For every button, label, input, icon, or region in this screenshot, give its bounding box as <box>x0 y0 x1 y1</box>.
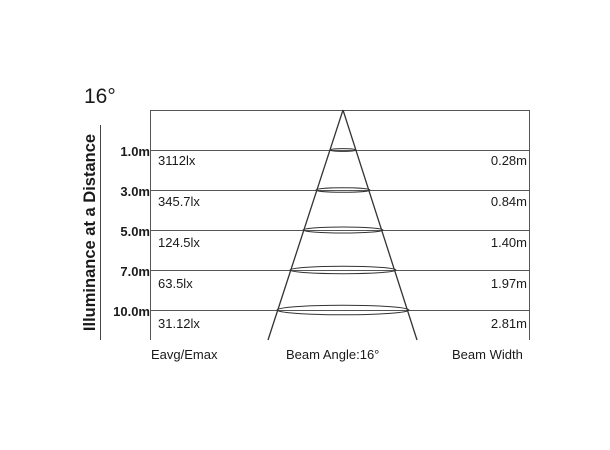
distance-label-3m: 3.0m <box>120 184 150 199</box>
footer-eavg-emax: Eavg/Emax <box>151 347 218 362</box>
row-divider-7m <box>150 270 530 271</box>
beam-cone <box>267 109 418 341</box>
row-divider-5m <box>150 230 530 231</box>
distance-label-1m: 1.0m <box>120 144 150 159</box>
beam-width-value-1m: 0.28m <box>490 153 527 168</box>
illuminance-chart <box>150 109 530 341</box>
row-divider-3m <box>150 190 530 191</box>
beam-ellipse-10m <box>276 304 410 316</box>
illuminance-value-5m: 124.5lx <box>158 235 200 250</box>
beam-left-edge <box>267 109 344 341</box>
row-divider-10m <box>150 310 530 311</box>
beam-right-edge <box>342 109 418 341</box>
illuminance-value-10m: 31.12lx <box>158 316 200 331</box>
beam-ellipse-1m <box>329 148 357 152</box>
footer-beam-width: Beam Width <box>452 347 523 362</box>
row-divider-1m <box>150 150 530 151</box>
footer-beam-angle: Beam Angle:16° <box>286 347 380 362</box>
beam-width-value-7m: 1.97m <box>490 276 527 291</box>
vertical-title-rule <box>100 125 101 340</box>
beam-angle-heading: 16° <box>84 85 116 108</box>
beam-ellipse-7m <box>289 265 397 275</box>
illuminance-value-7m: 63.5lx <box>158 276 193 291</box>
distance-label-10m: 10.0m <box>113 304 150 319</box>
distance-label-5m: 5.0m <box>120 224 150 239</box>
beam-ellipse-5m <box>302 226 384 234</box>
beam-ellipse-3m <box>315 187 371 193</box>
chart-frame <box>150 110 530 340</box>
beam-width-value-10m: 2.81m <box>490 316 527 331</box>
distance-label-7m: 7.0m <box>120 264 150 279</box>
beam-width-value-3m: 0.84m <box>490 194 527 209</box>
illuminance-value-1m: 3112lx <box>158 153 196 168</box>
illuminance-value-3m: 345.7lx <box>158 194 200 209</box>
beam-width-value-5m: 1.40m <box>490 235 527 250</box>
